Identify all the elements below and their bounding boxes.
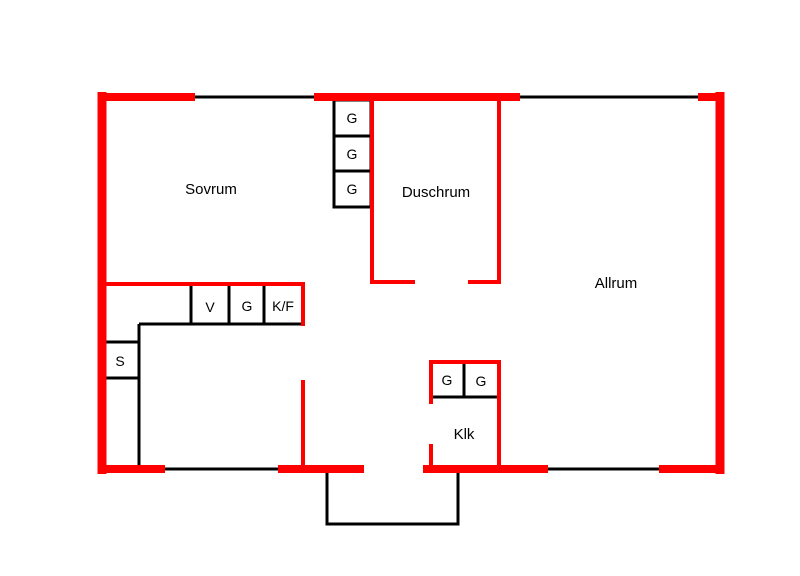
wardrobe-label: G (347, 110, 358, 126)
closet-label: G (476, 373, 487, 389)
interior-walls (106, 95, 700, 526)
load-bearing-walls (97, 92, 725, 474)
room-label-duschrum: Duschrum (402, 184, 470, 201)
wardrobe-label: G (347, 181, 358, 197)
porch-outline (325, 470, 460, 526)
room-label-klk: Klk (454, 426, 475, 443)
kitchen-label-v: V (205, 299, 215, 315)
closet-label: G (442, 372, 453, 388)
room-label-sovrum: Sovrum (185, 181, 237, 198)
wardrobe-label: G (347, 146, 358, 162)
kitchen-label-kf: K/F (272, 298, 294, 314)
kitchen-label-g: G (242, 298, 253, 314)
room-label-allrum: Allrum (595, 275, 638, 292)
shelf-label: S (115, 353, 124, 369)
